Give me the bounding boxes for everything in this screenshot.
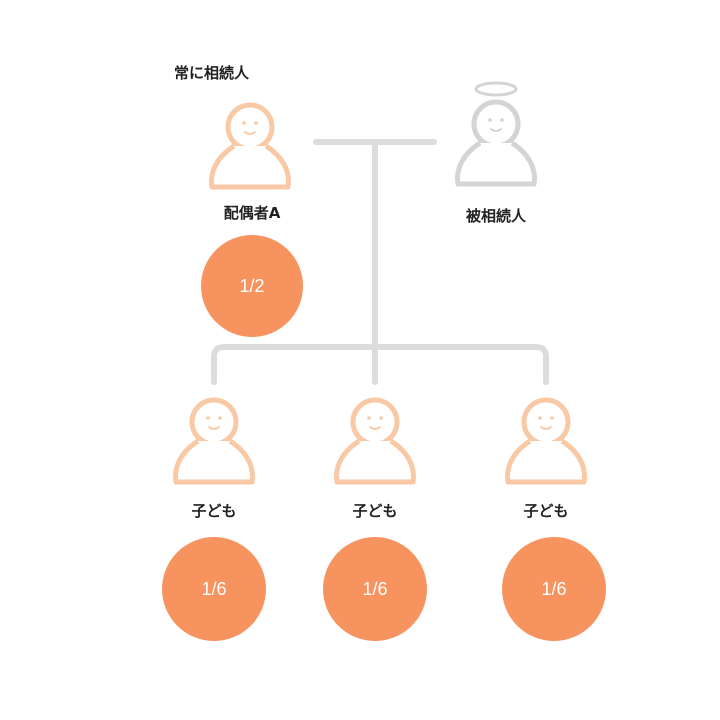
spouse-share-circle: 1/2 — [201, 235, 303, 337]
children-branch-line — [211, 344, 549, 385]
child-person-icon — [173, 397, 255, 485]
child-share-circle: 1/6 — [162, 537, 266, 641]
child-person-icon — [505, 397, 587, 485]
spouse-person-icon — [209, 102, 291, 190]
child-share-circle: 1/6 — [323, 537, 427, 641]
spouse-label: 配偶者A — [223, 204, 281, 222]
halo-icon — [474, 81, 518, 97]
child-label: 子ども — [352, 502, 398, 520]
child-person-icon — [334, 397, 416, 485]
always-heir-note: 常に相続人 — [174, 64, 250, 82]
child-label: 子ども — [191, 502, 237, 520]
child-share-circle: 1/6 — [502, 537, 606, 641]
deceased-person-icon — [455, 81, 537, 187]
child-label: 子ども — [523, 502, 569, 520]
deceased-label: 被相続人 — [465, 207, 527, 225]
